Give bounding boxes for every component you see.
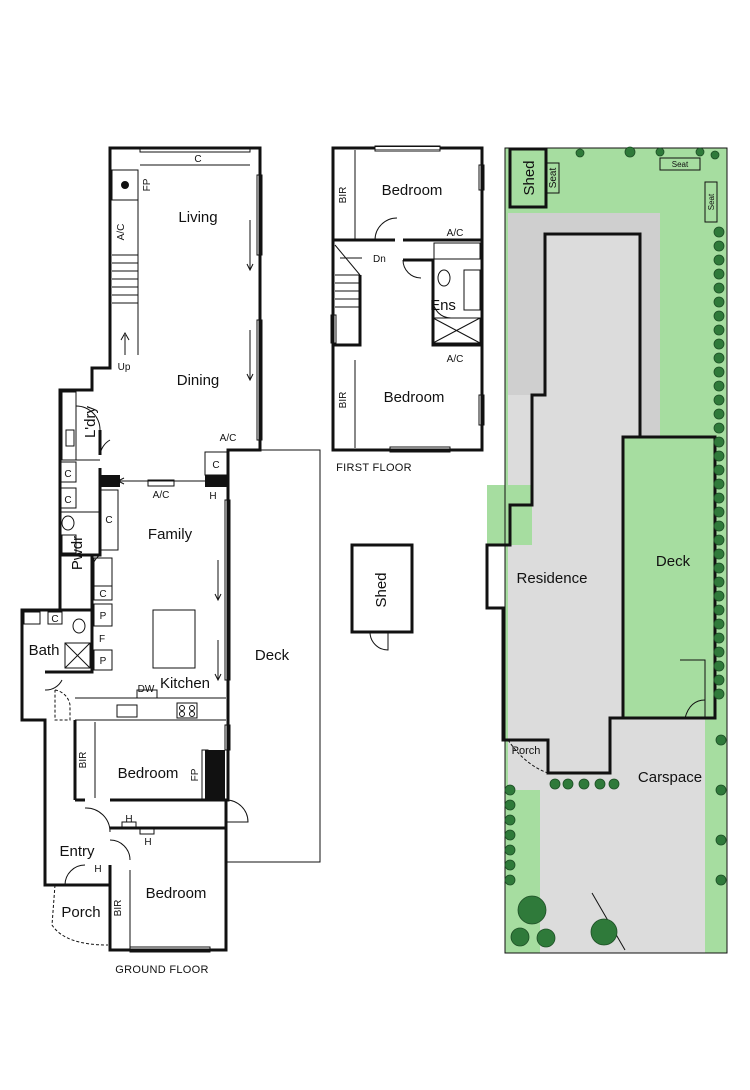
vanity <box>463 269 481 311</box>
laundry-c1: C <box>64 469 71 480</box>
carspace-label: Carspace <box>638 769 702 786</box>
seat-left <box>546 162 560 194</box>
dining-label: Dining <box>177 372 220 389</box>
gf-bedroom-1-label: Bedroom <box>118 765 179 782</box>
garden-bed <box>680 659 706 718</box>
site-plan: Shed Seat Seat Seat Porch Residence Deck… <box>485 146 728 954</box>
ff-bir-2: BIR <box>338 392 349 409</box>
bath-c-label: C <box>51 614 58 625</box>
hedge-right <box>713 226 727 886</box>
kitchen-c-label: C <box>99 589 106 600</box>
dining-cupboard-label: C <box>212 460 219 471</box>
entry-heater-label: H <box>94 864 101 875</box>
ff-wall-3 <box>333 275 362 347</box>
site-boundary <box>504 147 728 954</box>
entry-label: Entry <box>59 843 95 860</box>
ground-floor-caption: GROUND FLOOR <box>115 964 208 976</box>
laundry-label: L'dry <box>82 405 99 438</box>
ff-stairs <box>334 244 362 308</box>
ensuite-label: Ens <box>430 297 456 314</box>
side-garden <box>705 718 727 953</box>
hedge-top <box>575 146 720 160</box>
tree-small-2 <box>536 928 556 948</box>
gf-up-label: Up <box>118 362 131 373</box>
fridge-label: F <box>99 634 105 645</box>
family-cupboard-label: C <box>105 515 112 526</box>
site-deck-label: Deck <box>656 553 691 570</box>
deck-outline <box>226 449 321 863</box>
hedge-left <box>504 784 516 886</box>
site-shed <box>508 147 548 209</box>
tree-large <box>517 895 547 925</box>
powder-label: Pwdr <box>69 536 86 570</box>
sliding-door-arrows <box>214 220 254 682</box>
seat-top <box>659 157 701 171</box>
site-porch-label: Porch <box>512 745 541 757</box>
family-heater-label: H <box>209 491 216 502</box>
tree-small-1 <box>510 927 530 947</box>
dining-ac-label: A/C <box>220 433 237 444</box>
porch-label: Porch <box>61 904 100 921</box>
bathtub <box>433 242 481 260</box>
family-ac-label: A/C <box>153 490 170 501</box>
bath-label: Bath <box>29 642 60 659</box>
garden-gate <box>684 699 706 719</box>
tree-medium <box>590 918 618 946</box>
shower <box>432 317 481 344</box>
middle-shed: Shed <box>350 543 414 651</box>
site-shed-label: Shed <box>521 160 538 195</box>
porch-outline <box>51 884 109 946</box>
ground-floor-plan: C FP A/C Up Living Dining A/C <box>20 146 321 976</box>
residence-label: Residence <box>517 570 588 587</box>
living-label: Living <box>178 209 217 226</box>
middle-shed-label: Shed <box>373 572 390 607</box>
pantry-2-label: P <box>100 656 107 667</box>
site-porch-line <box>507 739 549 774</box>
gf-bedroom-2-label: Bedroom <box>146 885 207 902</box>
ff-ac-1: A/C <box>447 228 464 239</box>
gf-stairs <box>112 250 139 355</box>
hedge-front <box>549 778 620 790</box>
family-label: Family <box>148 526 193 543</box>
ff-ac-2: A/C <box>447 354 464 365</box>
bedroom2-heater-label: H <box>144 837 151 848</box>
seat-right-label: Seat <box>707 193 716 210</box>
ff-bir-1: BIR <box>338 187 349 204</box>
first-floor-plan: BIR BIR Dn Ens A/C A/C Bedroom Bedroom F… <box>330 145 485 474</box>
ff-down-label: Dn <box>373 254 386 265</box>
living-ac-label: A/C <box>116 224 127 241</box>
living-fp-label: FP <box>142 178 153 191</box>
pantry-1-label: P <box>100 611 107 622</box>
side-path <box>508 213 660 437</box>
living-cupboard-label: C <box>194 154 201 165</box>
seat-left-label: Seat <box>548 167 559 188</box>
ff-bedroom-1-label: Bedroom <box>382 182 443 199</box>
ff-bedroom-2-label: Bedroom <box>384 389 445 406</box>
first-floor-caption: FIRST FLOOR <box>336 462 412 474</box>
ground-floor-outline <box>20 146 262 952</box>
laundry-c2: C <box>64 495 71 506</box>
seat-top-label: Seat <box>672 160 689 169</box>
kitchen-island <box>152 609 196 669</box>
kitchen-label: Kitchen <box>160 675 210 692</box>
bedroom-fp-label: FP <box>190 768 201 781</box>
dishwasher-label: DW <box>138 684 155 695</box>
gf-bir-1: BIR <box>78 752 89 769</box>
deck-label: Deck <box>255 647 290 664</box>
deck-outline <box>623 435 717 720</box>
gf-bir-2: BIR <box>113 900 124 917</box>
seat-right <box>704 181 718 223</box>
paving-area <box>508 213 727 953</box>
bedroom-heater-label: H <box>125 814 132 825</box>
